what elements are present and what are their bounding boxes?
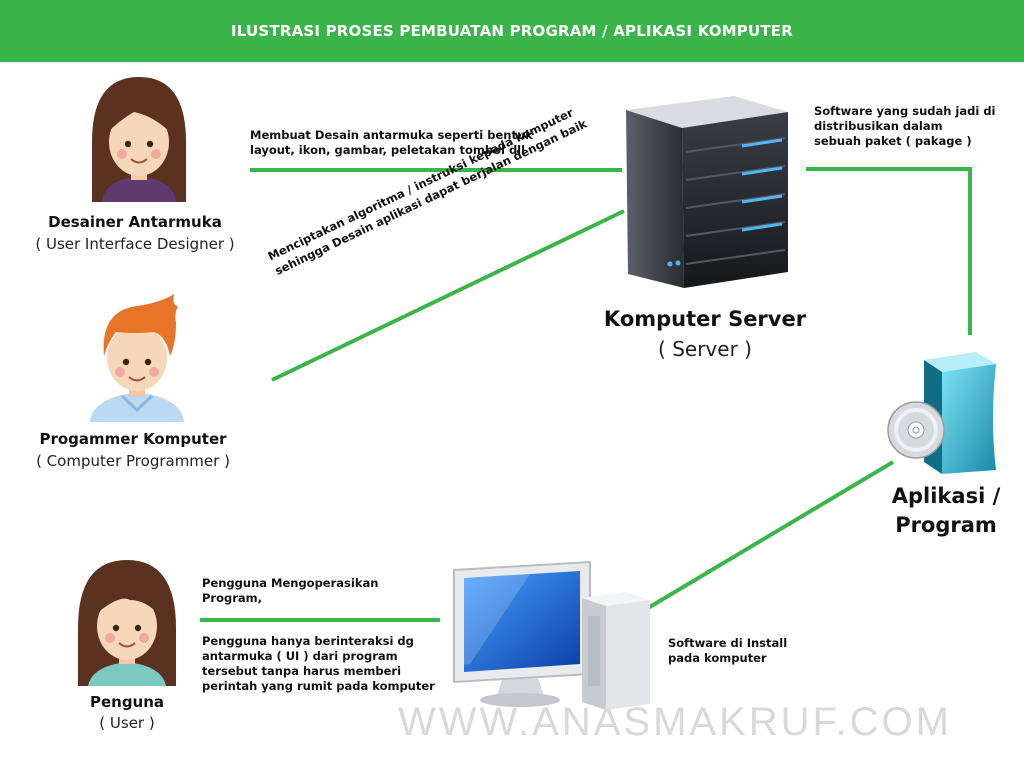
user-note-b-line1: Pengguna hanya berinteraksi dg [202,634,414,648]
user-note-b-line4: perintah yang rumit pada komputer [202,679,435,693]
designer-role: ( User Interface Designer ) [35,235,235,253]
install-note-line2: pada komputer [668,651,767,665]
user-role: ( User ) [99,714,155,732]
user-note-a-line2: Program, [202,591,263,605]
server-icon [626,96,788,288]
distribute-note-line2: distribusikan dalam [814,119,943,133]
cd-disc-icon [887,401,945,459]
software-box-icon [924,352,996,474]
app-label: Aplikasi / Program [876,482,1016,540]
install-note-line1: Software di Install [668,636,788,650]
programmer-name: Progammer Komputer [39,430,227,448]
server-name: Komputer Server [603,307,807,331]
app-label-line1: Aplikasi / [891,484,1001,508]
server-sub: ( Server ) [658,337,752,361]
watermark: WWW.ANASMAKRUF.COM [398,700,952,744]
desktop-computer-icon [453,560,650,710]
user-note-a-line1: Pengguna Mengoperasikan [202,576,379,590]
programmer-role: ( Computer Programmer ) [36,452,230,470]
page-title: ILUSTRASI PROSES PEMBUATAN PROGRAM / APL… [231,22,793,40]
app-label-line2: Program [895,513,997,537]
connector-right-down [968,167,972,335]
user-avatar-icon [78,560,176,686]
designer-note: Membuat Desain antarmuka seperti bentuk … [250,128,590,158]
designer-avatar-icon [92,77,186,202]
connector-user-computer [200,618,440,622]
designer-name: Desainer Antarmuka [48,213,222,231]
distribute-note: Software yang sudah jadi di distribusika… [814,104,1014,149]
designer-note-line1: Membuat Desain antarmuka seperti bentuk [250,128,533,142]
programmer-avatar-icon [90,294,184,422]
title-banner: ILUSTRASI PROSES PEMBUATAN PROGRAM / APL… [0,0,1024,62]
user-note-a: Pengguna Mengoperasikan Program, [202,576,442,606]
user-note-b: Pengguna hanya berinteraksi dg antarmuka… [202,634,452,694]
connector-server-right [806,167,972,171]
connector-designer-server [250,168,622,172]
distribute-note-line3: sebuah paket ( pakage ) [814,134,972,148]
distribute-note-line1: Software yang sudah jadi di [814,104,996,118]
install-note: Software di Install pada komputer [668,636,828,666]
designer-note-line2: layout, ikon, gambar, peletakan tombol d… [250,143,526,157]
user-note-b-line2: antarmuka ( UI ) dari program [202,649,398,663]
user-note-b-line3: tersebut tanpa harus memberi [202,664,402,678]
user-name: Penguna [89,693,165,711]
